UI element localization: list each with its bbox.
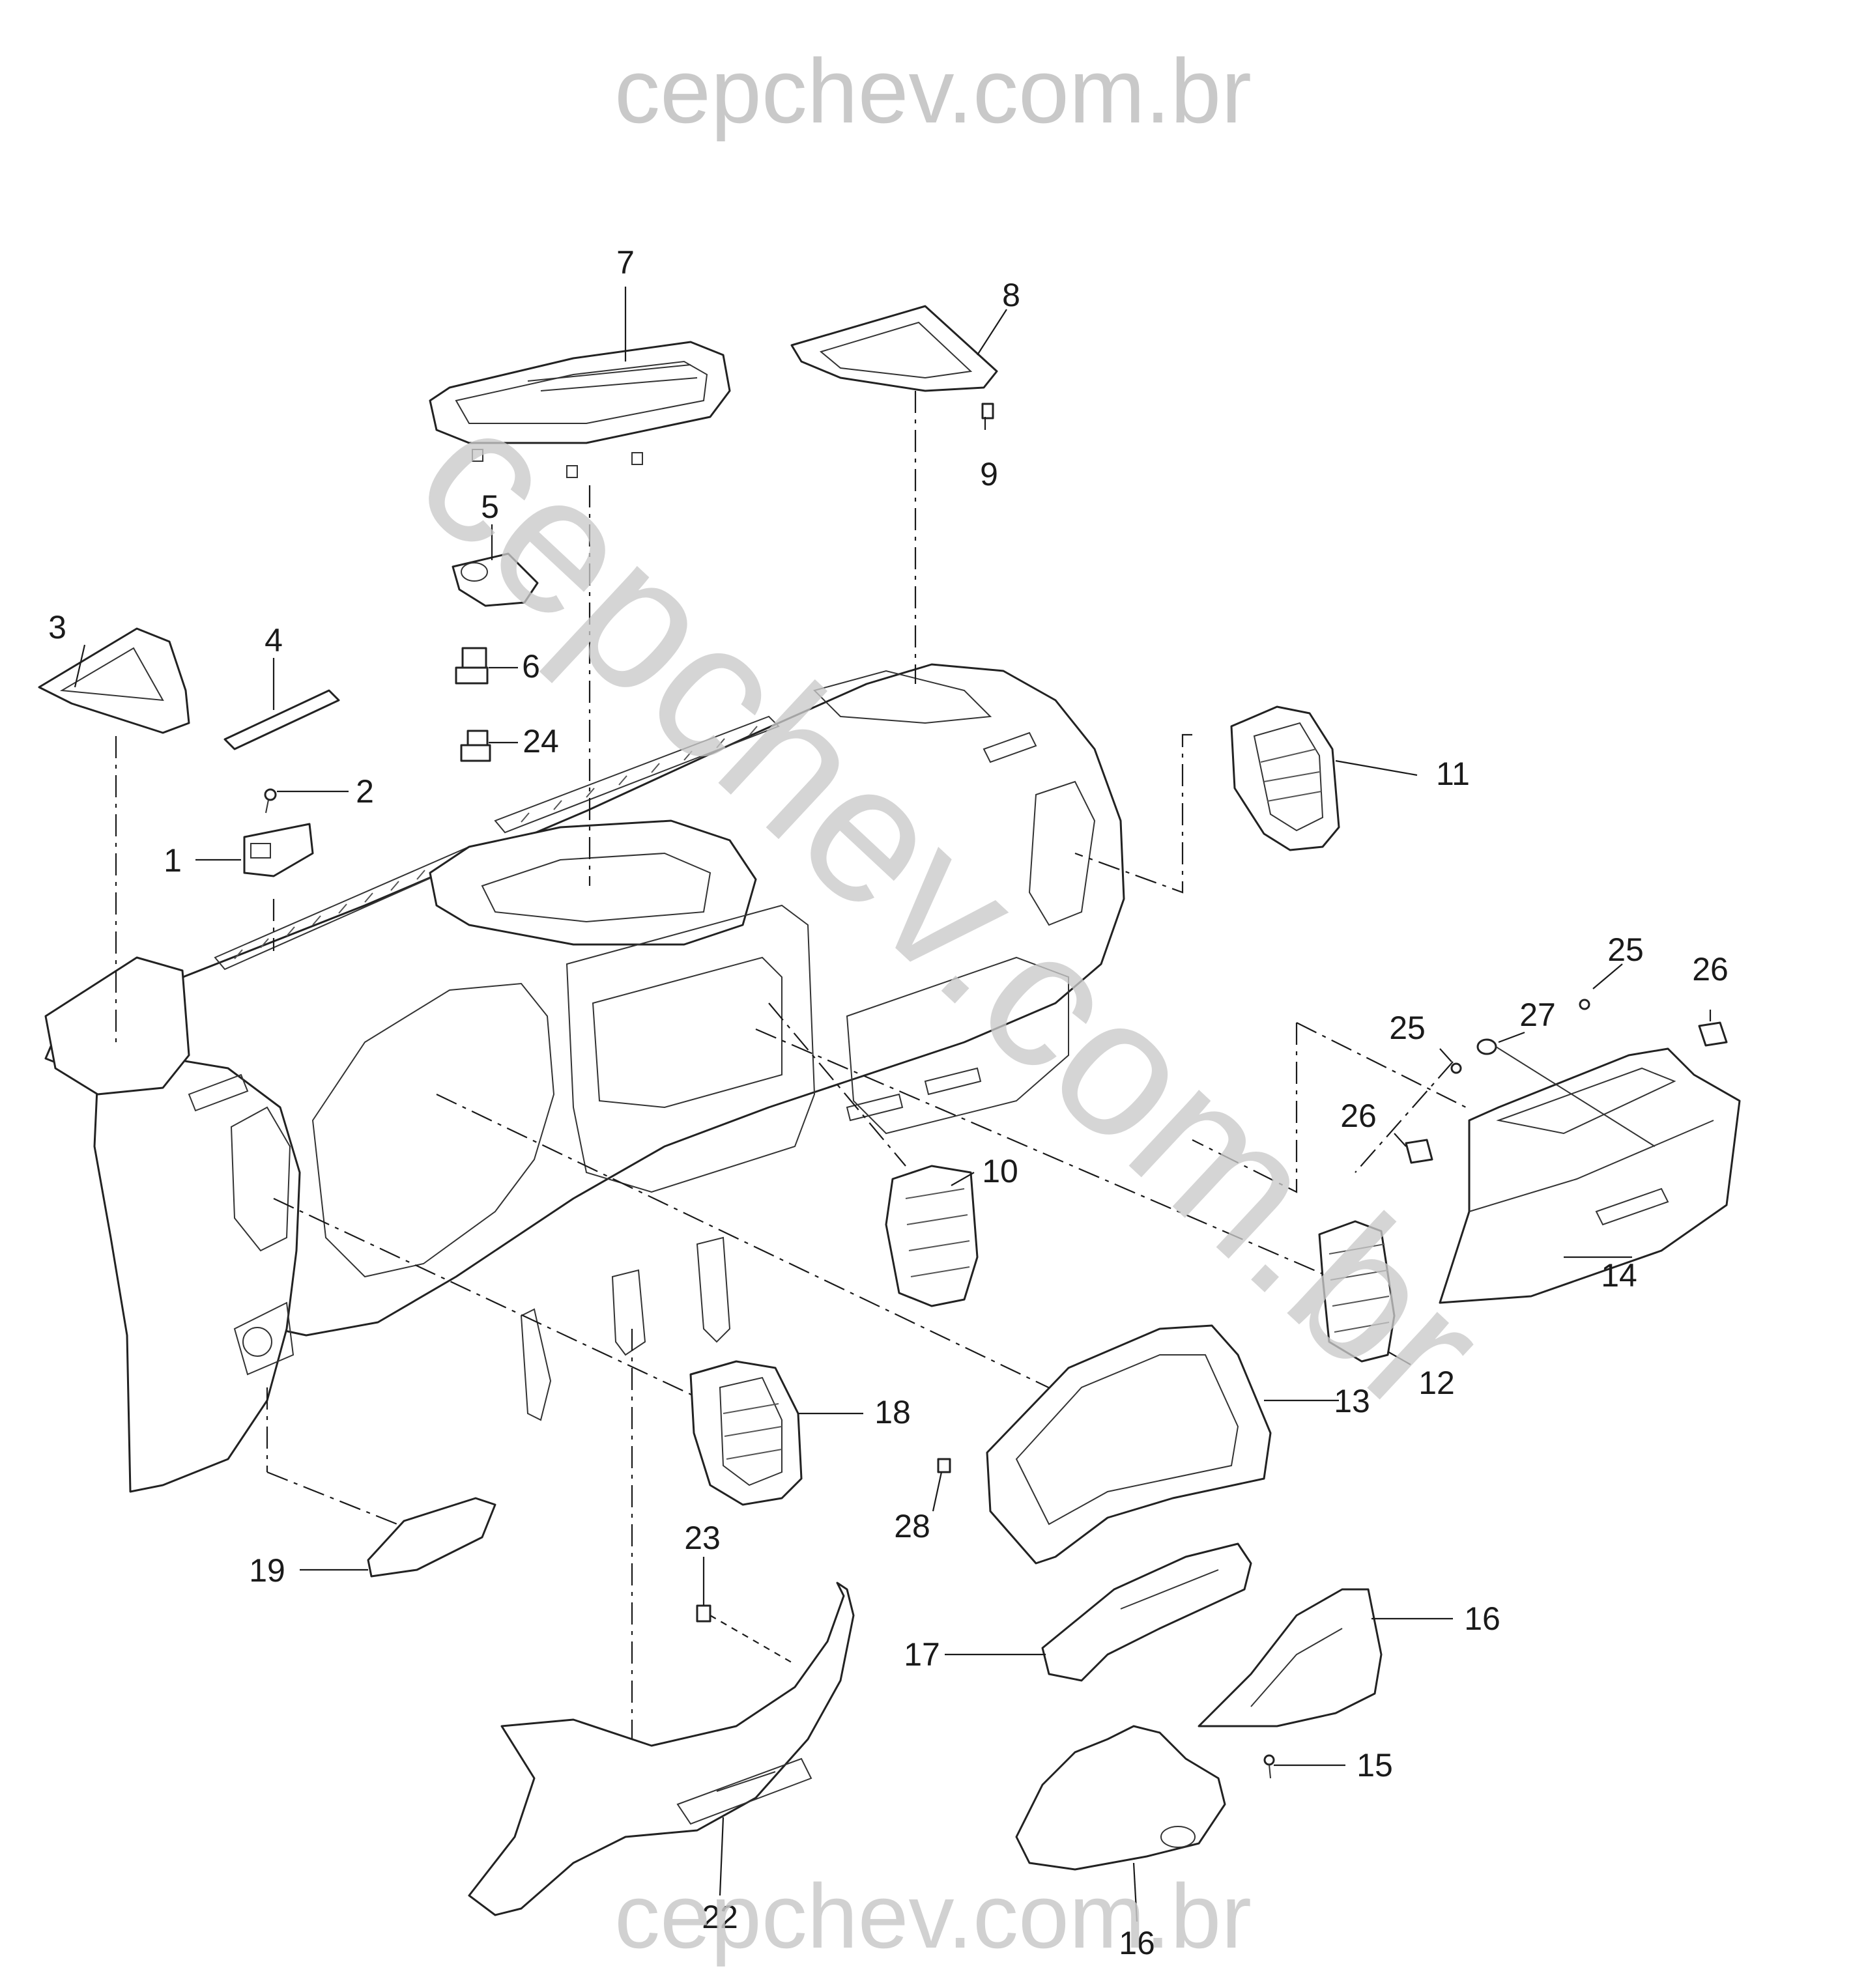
leader-lines [74, 287, 1712, 1922]
watermark-top: cepchev.com.br [614, 40, 1252, 142]
part-28-clip [937, 1458, 951, 1473]
part-25-pin-lower [1450, 1062, 1462, 1074]
callout-15: 15 [1356, 1747, 1393, 1783]
callout-25-upper: 25 [1607, 931, 1644, 968]
callout-24: 24 [523, 723, 559, 760]
callout-26-upper: 26 [1692, 951, 1729, 987]
part-16-column-cover-right [1198, 1588, 1383, 1727]
part-18-left-air-vent [689, 1360, 803, 1506]
instrument-panel [44, 663, 1125, 1493]
defroster-grille-center [494, 715, 780, 834]
part-13-cluster-bezel [986, 1324, 1272, 1565]
callout-8: 8 [1002, 277, 1020, 313]
callout-2: 2 [356, 773, 374, 810]
callout-27: 27 [1519, 997, 1556, 1033]
callout-28: 28 [894, 1508, 930, 1544]
part-7-cluster-trim-bezel [429, 341, 731, 478]
part-26-bumper-lower [1405, 1139, 1433, 1164]
callout-16-lower: 16 [1119, 1925, 1155, 1961]
callout-12: 12 [1418, 1365, 1455, 1401]
part-17-upper-column-cover [1041, 1542, 1252, 1682]
callout-labels: 1 2 3 4 5 6 24 7 8 9 11 25 26 25 27 26 1… [48, 244, 1729, 1961]
part-1-switch [243, 823, 314, 877]
part-8-upper-cover-panel [790, 305, 998, 392]
callout-18: 18 [874, 1394, 911, 1430]
watermark-bottom: cepchev.com.br [614, 1865, 1252, 1967]
part-5-bracket [452, 552, 539, 607]
callout-19: 19 [249, 1552, 285, 1589]
part-10-center-air-vent [885, 1165, 979, 1307]
callout-10: 10 [982, 1153, 1018, 1189]
part-16-column-cover-lower [1015, 1725, 1226, 1871]
part-4-retainer-strip [223, 689, 340, 750]
assembly-lines [115, 391, 1467, 1739]
callout-26-lower: 26 [1340, 1098, 1377, 1134]
part-12-air-vent [1318, 1220, 1396, 1363]
part-23-clip [696, 1604, 711, 1623]
callout-16-right: 16 [1464, 1600, 1500, 1637]
callout-4: 4 [265, 622, 283, 659]
part-24-sensor [460, 730, 491, 762]
part-3-left-end-cover [38, 627, 190, 734]
callout-7: 7 [616, 244, 635, 281]
callout-5: 5 [481, 489, 499, 525]
part-26-bumper-upper [1698, 1021, 1728, 1047]
part-9-clip [981, 403, 994, 419]
callout-25-lower: 25 [1389, 1010, 1426, 1046]
part-27-damper [1476, 1038, 1656, 1147]
part-2-screw [264, 788, 277, 814]
callout-11: 11 [1436, 756, 1470, 792]
part-25-pin-upper [1579, 999, 1590, 1010]
part-14-glove-box [1439, 1047, 1741, 1304]
callout-22: 22 [702, 1899, 738, 1935]
callout-14: 14 [1601, 1257, 1637, 1294]
callout-6: 6 [522, 648, 540, 685]
part-19-lower-cover [367, 1497, 496, 1578]
callout-3: 3 [48, 609, 66, 646]
callout-17: 17 [904, 1636, 940, 1673]
callout-13: 13 [1334, 1383, 1370, 1419]
part-11-right-air-vent [1230, 705, 1340, 851]
part-6-sensor [455, 647, 489, 685]
callout-23: 23 [684, 1520, 721, 1556]
part-22-knee-bolster-trim [468, 1582, 855, 1916]
part-15-screw [1263, 1754, 1275, 1779]
callout-9: 9 [980, 456, 998, 492]
callout-1: 1 [164, 842, 182, 879]
